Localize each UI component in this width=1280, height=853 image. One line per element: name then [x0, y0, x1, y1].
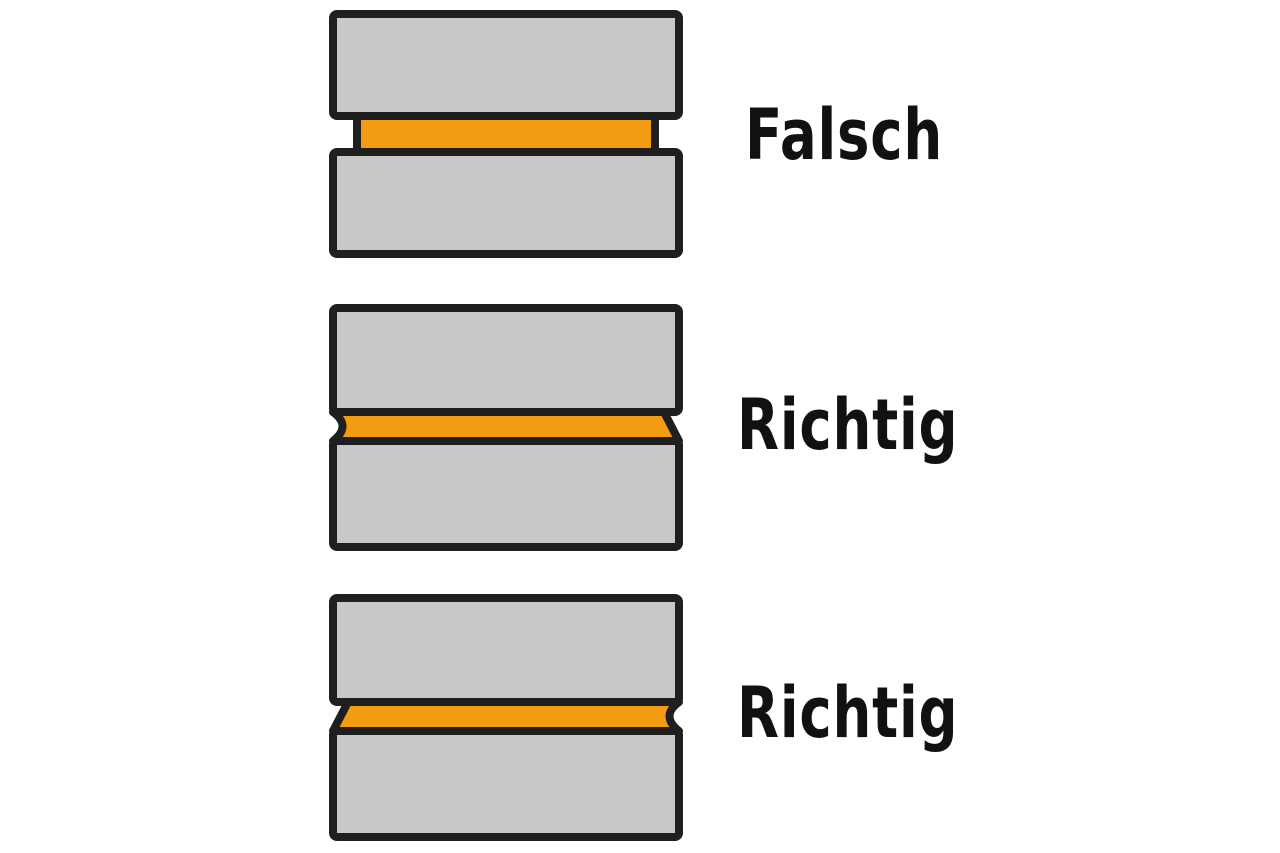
lower-block	[329, 437, 683, 551]
seal-strip	[329, 698, 683, 735]
seal-strip	[353, 112, 659, 156]
example-falsch	[329, 10, 683, 258]
seal-strip	[329, 408, 683, 445]
upper-block	[329, 10, 683, 120]
lower-block	[329, 148, 683, 258]
label-richtig-1: Richtig	[737, 384, 959, 466]
label-falsch: Falsch	[745, 94, 944, 176]
label-richtig-2: Richtig	[737, 672, 959, 754]
upper-block	[329, 594, 683, 706]
upper-block	[329, 304, 683, 416]
lower-block	[329, 727, 683, 841]
example-richtig-1	[329, 304, 683, 551]
example-richtig-2	[329, 594, 683, 841]
